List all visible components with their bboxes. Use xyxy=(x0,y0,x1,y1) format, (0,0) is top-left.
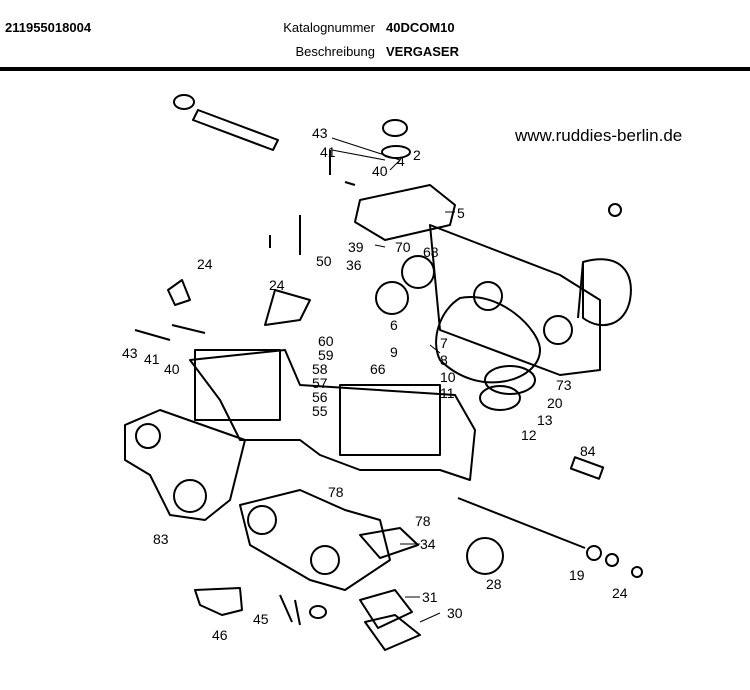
bracket xyxy=(194,587,243,616)
lower-flange xyxy=(364,614,421,651)
callout-41-left: 41 xyxy=(144,351,160,367)
part-number: 211955018004 xyxy=(5,20,92,35)
intake-manifold xyxy=(239,489,391,591)
air-horn xyxy=(582,258,632,327)
callout-41-top: 41 xyxy=(320,144,336,160)
callout-24-left: 24 xyxy=(197,256,213,272)
catalog-label: Katalognummer xyxy=(283,20,375,35)
callout-43-left: 43 xyxy=(122,345,138,361)
top-cover xyxy=(354,184,456,241)
callout-20: 20 xyxy=(547,395,563,411)
callout-7: 7 xyxy=(440,335,448,351)
callout-8: 8 xyxy=(440,352,448,368)
diaphragm-housing xyxy=(435,295,541,384)
callout-11: 11 xyxy=(440,385,455,401)
callout-66: 66 xyxy=(370,361,386,377)
callout-5: 5 xyxy=(457,205,465,221)
callout-28: 28 xyxy=(486,576,502,592)
callout-39: 39 xyxy=(348,239,364,255)
hose-clip xyxy=(173,94,195,110)
callout-59: 59 xyxy=(318,347,334,363)
callout-68: 68 xyxy=(423,244,439,260)
callout-58: 58 xyxy=(312,361,328,377)
callout-24-mid: 24 xyxy=(269,277,285,293)
callout-24-right: 24 xyxy=(612,585,628,601)
callout-13: 13 xyxy=(537,412,553,428)
callout-50: 50 xyxy=(316,253,332,269)
exploded-parts-diagram: 43 41 40 4 2 5 39 36 70 68 50 24 24 6 7 … xyxy=(122,94,643,651)
callout-56: 56 xyxy=(312,389,328,405)
header-divider xyxy=(0,67,750,71)
callout-84: 84 xyxy=(580,443,596,459)
carburettor-body xyxy=(189,349,476,481)
callout-83: 83 xyxy=(153,531,169,547)
catalog-value: 40DCOM10 xyxy=(386,20,455,35)
description-value: VERGASER xyxy=(386,44,459,59)
callout-4: 4 xyxy=(397,153,405,169)
gasket-plate xyxy=(429,224,601,376)
callout-57: 57 xyxy=(312,375,328,391)
callout-30: 30 xyxy=(447,605,463,621)
watermark-url: www.ruddies-berlin.de xyxy=(515,126,683,145)
callout-45: 45 xyxy=(253,611,269,627)
callout-36: 36 xyxy=(346,257,362,273)
callout-34: 34 xyxy=(420,536,436,552)
callout-2: 2 xyxy=(413,147,421,163)
callout-6: 6 xyxy=(390,317,398,333)
callout-10: 10 xyxy=(440,369,456,385)
callout-40-top: 40 xyxy=(372,163,388,179)
callout-60: 60 xyxy=(318,333,334,349)
throttle-spindle xyxy=(457,497,586,549)
fuel-hose xyxy=(192,109,279,151)
callout-46: 46 xyxy=(212,627,228,643)
callout-73: 73 xyxy=(556,377,572,393)
description-label: Beschreibung xyxy=(295,44,376,59)
callout-78-upper: 78 xyxy=(328,484,344,500)
callout-78-lower: 78 xyxy=(415,513,431,529)
callout-19: 19 xyxy=(569,567,585,583)
callout-70: 70 xyxy=(395,239,411,255)
throat-flange-left xyxy=(124,409,246,521)
callout-9: 9 xyxy=(390,344,398,360)
callout-43-top: 43 xyxy=(312,125,328,141)
callout-40-left: 40 xyxy=(164,361,180,377)
throttle-disk xyxy=(466,537,504,575)
banjo-fitting xyxy=(382,119,408,137)
sensor xyxy=(569,456,605,480)
callout-31: 31 xyxy=(422,589,438,605)
callout-55: 55 xyxy=(312,403,328,419)
callout-12: 12 xyxy=(521,427,537,443)
float xyxy=(401,255,435,289)
